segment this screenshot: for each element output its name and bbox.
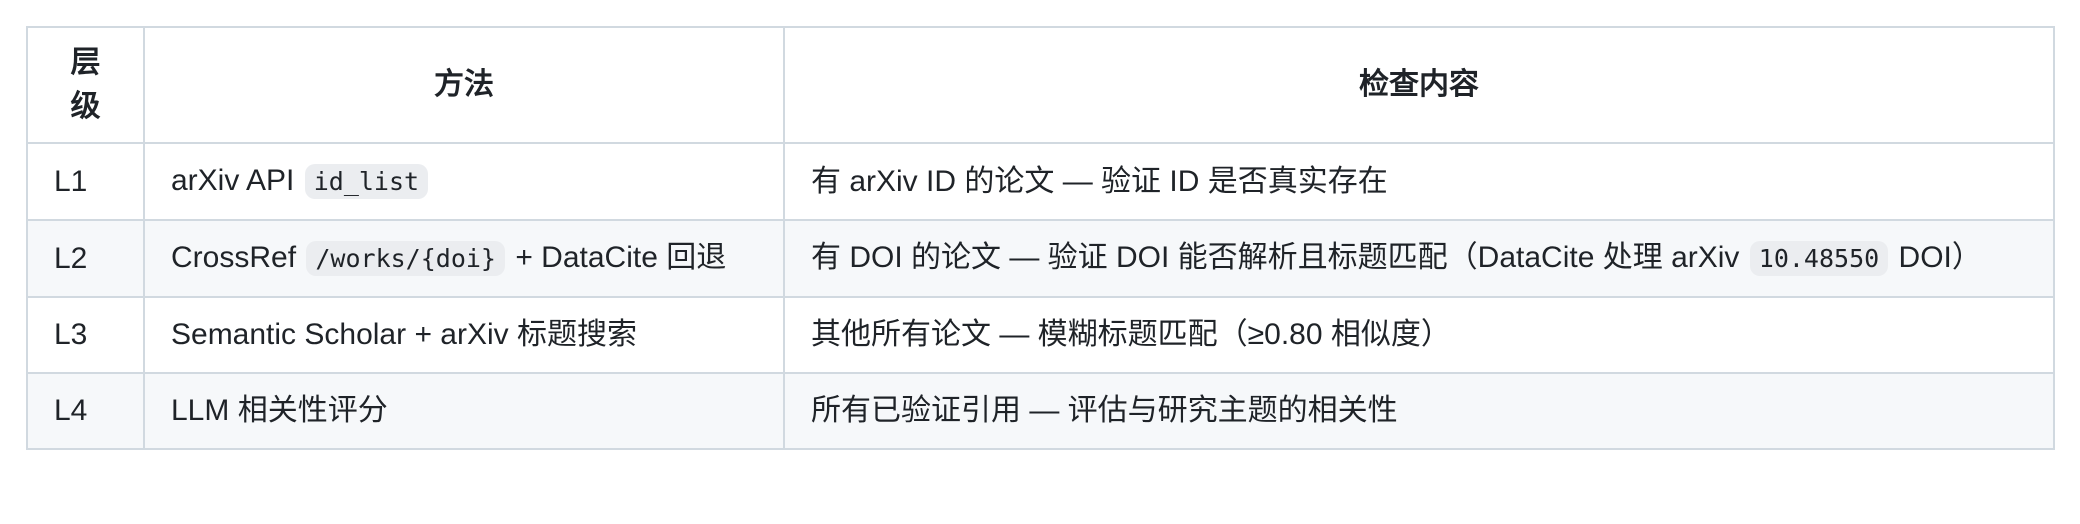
cell-method: arXiv API id_list bbox=[143, 142, 785, 221]
method-text: arXiv API bbox=[171, 164, 303, 197]
cell-level: L1 bbox=[26, 142, 145, 221]
check-text-after: DOI） bbox=[1890, 241, 1982, 274]
check-text: 所有已验证引用 — 评估与研究主题的相关性 bbox=[811, 394, 1398, 427]
table-row: L3 Semantic Scholar + arXiv 标题搜索 其他所有论文 … bbox=[26, 296, 2055, 374]
method-text-after: + DataCite 回退 bbox=[506, 241, 727, 274]
header-method: 方法 bbox=[143, 26, 785, 144]
method-text: LLM 相关性评分 bbox=[171, 394, 388, 427]
cell-method: CrossRef /works/{doi} + DataCite 回退 bbox=[143, 219, 785, 298]
table-header-row: 层 级 方法 检查内容 bbox=[26, 26, 2055, 144]
table-row: L1 arXiv API id_list 有 arXiv ID 的论文 — 验证… bbox=[26, 142, 2055, 221]
inline-code: 10.48550 bbox=[1749, 241, 1889, 276]
inline-code: id_list bbox=[304, 164, 429, 199]
inline-code: /works/{doi} bbox=[306, 241, 505, 276]
table-container: 层 级 方法 检查内容 L1 arXiv API id_list 有 arXiv… bbox=[26, 26, 2055, 450]
table-row: L4 LLM 相关性评分 所有已验证引用 — 评估与研究主题的相关性 bbox=[26, 372, 2055, 450]
header-level: 层 级 bbox=[26, 26, 145, 144]
check-text: 有 DOI 的论文 — 验证 DOI 能否解析且标题匹配（DataCite 处理… bbox=[811, 241, 1748, 274]
cell-check: 有 arXiv ID 的论文 — 验证 ID 是否真实存在 bbox=[783, 142, 2055, 221]
cell-method: Semantic Scholar + arXiv 标题搜索 bbox=[143, 296, 785, 374]
header-level-line2: 级 bbox=[70, 90, 101, 123]
header-level-line1: 层 bbox=[70, 46, 101, 79]
check-text: 有 arXiv ID 的论文 — 验证 ID 是否真实存在 bbox=[811, 164, 1388, 198]
cell-level: L3 bbox=[26, 296, 145, 374]
cell-level: L4 bbox=[26, 372, 145, 450]
cell-method: LLM 相关性评分 bbox=[143, 372, 785, 450]
table-row: L2 CrossRef /works/{doi} + DataCite 回退 有… bbox=[26, 219, 2055, 298]
cell-level: L2 bbox=[26, 219, 145, 298]
header-check: 检查内容 bbox=[783, 26, 2055, 144]
check-text: 其他所有论文 — 模糊标题匹配（≥0.80 相似度） bbox=[811, 318, 1451, 351]
cell-check: 所有已验证引用 — 评估与研究主题的相关性 bbox=[783, 372, 2055, 450]
method-text: Semantic Scholar + arXiv 标题搜索 bbox=[171, 318, 637, 351]
verification-levels-table: 层 级 方法 检查内容 L1 arXiv API id_list 有 arXiv… bbox=[26, 26, 2055, 450]
cell-check: 其他所有论文 — 模糊标题匹配（≥0.80 相似度） bbox=[783, 296, 2055, 374]
method-text: CrossRef bbox=[171, 241, 305, 274]
cell-check: 有 DOI 的论文 — 验证 DOI 能否解析且标题匹配（DataCite 处理… bbox=[783, 219, 2055, 298]
